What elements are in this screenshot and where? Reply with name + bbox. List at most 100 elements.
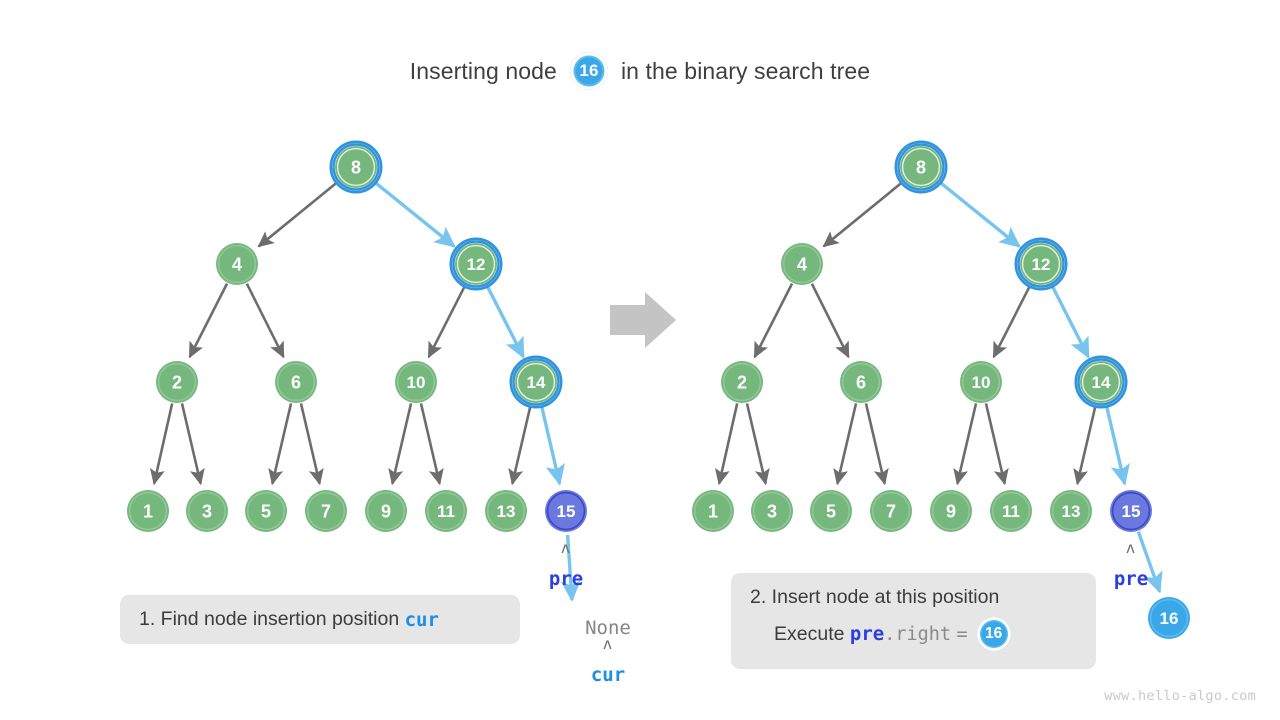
node-inner-ring — [693, 491, 733, 531]
caption-2-execute-label: Execute — [774, 622, 845, 645]
tree-node[interactable]: 7 — [870, 490, 912, 532]
node-value: 4 — [797, 255, 807, 275]
node-inner-ring — [486, 491, 526, 531]
node-value: 1 — [708, 502, 718, 522]
tree-node[interactable]: 8 — [329, 140, 383, 194]
tree-edge — [299, 403, 324, 486]
tree-node[interactable]: 9 — [365, 490, 407, 532]
tree-edge — [1105, 405, 1130, 486]
tree-edge — [833, 403, 858, 486]
node-value: 5 — [826, 502, 836, 522]
caption-1-text: 1. Find node insertion position — [139, 608, 400, 630]
node-circle — [751, 490, 793, 532]
tree-node[interactable]: 10 — [960, 361, 1002, 403]
node-value: 11 — [437, 502, 455, 521]
node-inner-ring — [782, 244, 822, 284]
tree-node[interactable]: 11 — [990, 490, 1032, 532]
node-circle — [990, 490, 1032, 532]
tree-node[interactable]: 6 — [275, 361, 317, 403]
node-inner-ring — [546, 491, 586, 531]
node-inner-ring — [901, 147, 941, 187]
node-highlight-ring — [1074, 355, 1128, 409]
node-value: 12 — [1032, 255, 1051, 274]
tree-node[interactable]: 13 — [1050, 490, 1092, 532]
tree-node[interactable]: 13 — [485, 490, 527, 532]
node-circle — [960, 361, 1002, 403]
node-inner-ring — [752, 491, 792, 531]
node-circle — [930, 490, 972, 532]
tree-node[interactable]: 4 — [781, 243, 823, 285]
tree-node[interactable]: 1 — [692, 490, 734, 532]
node-value: 8 — [351, 158, 361, 178]
node-circle — [900, 146, 942, 188]
node-inner-ring — [722, 362, 762, 402]
tree-node[interactable]: 14 — [1074, 355, 1128, 409]
tree-node[interactable]: 3 — [751, 490, 793, 532]
tree-node[interactable]: 7 — [305, 490, 347, 532]
tree-edge — [257, 181, 338, 248]
watermark: www.hello-algo.com — [1104, 688, 1256, 704]
node-circle — [395, 361, 437, 403]
node-inner-ring — [187, 491, 227, 531]
tree-edge — [1073, 406, 1097, 486]
tree-node[interactable]: 11 — [425, 490, 467, 532]
node-inner-ring — [246, 491, 286, 531]
caption-2-line-1: 2. Insert node at this position — [750, 586, 1096, 609]
tree-edge — [245, 283, 285, 359]
tree-node[interactable]: 15 — [545, 490, 587, 532]
caption-2-equals: = — [956, 623, 968, 645]
tree-edge — [864, 403, 889, 486]
tree-node[interactable]: 5 — [245, 490, 287, 532]
node-highlight-ring — [894, 140, 948, 194]
node-highlight-ring-inner — [332, 143, 380, 191]
node-highlight-ring — [509, 355, 563, 409]
tree-node[interactable]: 16 — [1148, 597, 1190, 639]
node-inner-ring — [128, 491, 168, 531]
tree-edge — [753, 283, 794, 359]
caption-1-keyword-cur: cur — [404, 608, 439, 631]
caption-step-1: 1. Find node insertion position cur — [120, 595, 520, 644]
node-circle — [515, 361, 557, 403]
tree-node[interactable]: 14 — [509, 355, 563, 409]
tree-node[interactable]: 6 — [840, 361, 882, 403]
tree-edge — [268, 403, 293, 486]
node-circle — [721, 361, 763, 403]
node-circle — [216, 243, 258, 285]
tree-node[interactable]: 10 — [395, 361, 437, 403]
tree-edge — [508, 406, 532, 486]
tree-node[interactable]: 9 — [930, 490, 972, 532]
node-circle — [1148, 597, 1190, 639]
node-value: 6 — [856, 373, 866, 393]
tree-node[interactable]: 12 — [1014, 237, 1068, 291]
tree-edge-null — [560, 534, 581, 603]
tree-edge — [188, 283, 229, 359]
tree-edge — [540, 405, 565, 486]
tree-node[interactable]: 1 — [127, 490, 169, 532]
node-circle — [156, 361, 198, 403]
tree-node[interactable]: 8 — [894, 140, 948, 194]
node-inner-ring — [157, 362, 197, 402]
node-circle — [840, 361, 882, 403]
tree-node[interactable]: 4 — [216, 243, 258, 285]
node-circle — [870, 490, 912, 532]
node-inner-ring — [1051, 491, 1091, 531]
caption-2-text-line1: 2. Insert node at this position — [750, 586, 1000, 608]
node-value: 11 — [1002, 502, 1020, 521]
tree-node[interactable]: 2 — [721, 361, 763, 403]
caption-2-field-right: right — [895, 623, 952, 645]
tree-node[interactable]: 2 — [156, 361, 198, 403]
node-inner-ring — [1021, 244, 1061, 284]
node-value: 15 — [557, 502, 576, 521]
tree-node[interactable]: 15 — [1110, 490, 1152, 532]
tree-edge — [939, 181, 1021, 248]
tree-node[interactable]: 3 — [186, 490, 228, 532]
node-highlight-ring — [449, 237, 503, 291]
node-circle — [692, 490, 734, 532]
node-inner-ring — [306, 491, 346, 531]
node-inner-ring — [426, 491, 466, 531]
node-value: 10 — [407, 373, 426, 392]
caption-2-line-2: Execute pre.right =16 — [750, 617, 1096, 651]
tree-node[interactable]: 12 — [449, 237, 503, 291]
tree-node[interactable]: 5 — [810, 490, 852, 532]
